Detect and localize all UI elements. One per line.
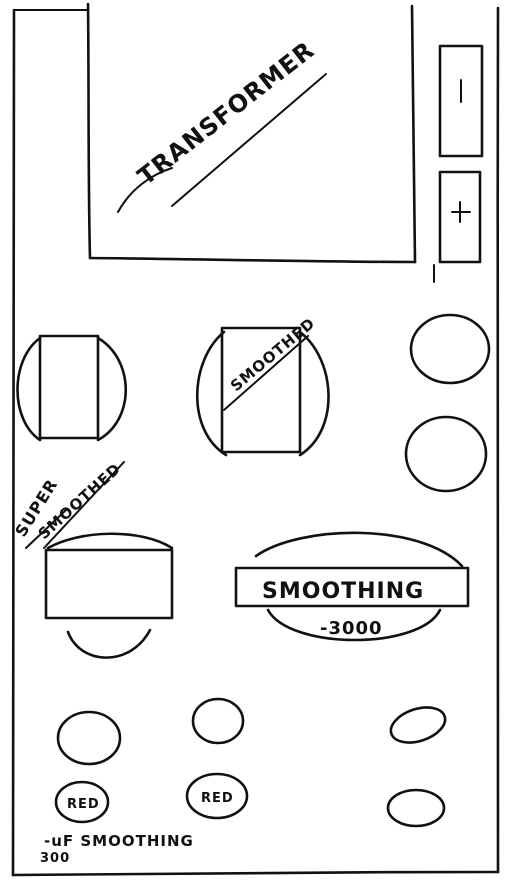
circle-right-top [411, 315, 489, 383]
capacitor-left [18, 336, 126, 440]
transformer-label: TRANSFORMER [132, 36, 319, 191]
capacitor-smoothed: SMOOTHED [197, 314, 328, 455]
capacitor-super-smoothed: SUPER SMOOTHED [11, 460, 172, 658]
smoothed-cap-label: SMOOTHED [227, 314, 319, 395]
smoothing-cap-label: SMOOTHING [262, 579, 424, 604]
led-red-right: RED [187, 774, 247, 818]
bottom-note: -uF SMOOTHING [44, 832, 194, 850]
circle-bottom-right [386, 701, 449, 749]
terminal-block-bottom [434, 172, 480, 282]
capacitor-smoothing-3000: SMOOTHING -3000 [236, 533, 468, 640]
smoothing-value-label: -3000 [320, 618, 383, 639]
bottom-value: 300 [40, 851, 70, 866]
board-outline [13, 8, 498, 875]
circle-right-middle [406, 417, 486, 491]
led-red-left: RED [56, 782, 108, 822]
led-red-right-label: RED [201, 791, 234, 806]
circle-bottom-right-lower [388, 790, 444, 826]
led-red-left-label: RED [67, 797, 100, 812]
terminal-block-top [440, 46, 482, 156]
circle-bottom-left [58, 712, 120, 764]
transformer-block: TRANSFORMER [88, 4, 415, 262]
circle-bottom-middle [193, 699, 243, 743]
